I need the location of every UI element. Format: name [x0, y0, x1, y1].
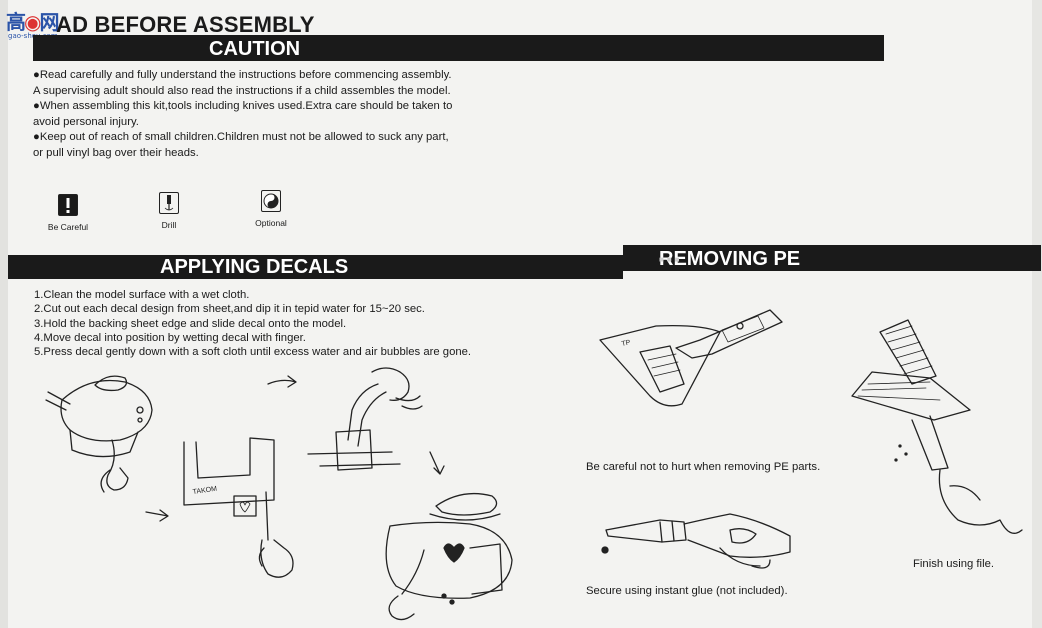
decal-turret-illustration: [385, 492, 513, 621]
drill-icon: [159, 192, 179, 214]
watermark-logo: 高◉网 gao-shou.com: [6, 6, 68, 42]
decal-steps: 1.Clean the model surface with a wet clo…: [34, 288, 534, 359]
decal-water-illustration: [307, 367, 423, 471]
caution-line: ●Read carefully and fully understand the…: [33, 69, 452, 81]
caution-line: avoid personal injury.: [33, 115, 139, 128]
caution-banner: CAUTION: [33, 35, 884, 61]
caution-line: A supervising adult should also read the…: [33, 84, 451, 97]
symbol-label: Optional: [255, 218, 287, 228]
decal-step: 4.Move decal into position by wetting de…: [34, 331, 306, 344]
symbol-label: Drill: [161, 220, 177, 230]
pe-glue-caption: Secure using instant glue (not included)…: [586, 585, 788, 597]
decal-sheet-illustration: TAKOM: [183, 437, 294, 578]
symbol-be-careful: Be Careful: [42, 194, 94, 232]
page-left-edge: [0, 0, 8, 628]
caution-line: ●When assembling this kit,tools includin…: [33, 100, 453, 113]
pe-fret-label: TP: [621, 339, 632, 348]
decal-sheet-label: TAKOM: [192, 486, 217, 496]
banner-dots: ■■■: [659, 255, 683, 264]
arrow-icon: [145, 509, 169, 522]
symbol-label: Be Careful: [47, 222, 89, 232]
watermark-url: gao-shou.com: [8, 32, 58, 40]
caution-line: ●Keep out of reach of small children.Chi…: [33, 131, 449, 144]
caution-text: ●Read carefully and fully understand the…: [33, 68, 503, 162]
yin-yang-icon: [261, 190, 281, 212]
pe-glue-illustration: [601, 513, 791, 569]
arrow-icon: [267, 375, 297, 388]
exclamation-icon: [58, 194, 78, 216]
pe-fret-knife-illustration: TP: [599, 309, 783, 407]
symbol-drill: Drill: [152, 192, 186, 230]
caution-heading: CAUTION: [209, 38, 301, 60]
page-title: AD BEFORE ASSEMBLY: [56, 12, 315, 37]
decal-step: 2.Cut out each decal design from sheet,a…: [34, 303, 425, 316]
caution-line: or pull vinyl bag over their heads.: [33, 146, 199, 159]
decal-step: 3.Hold the backing sheet edge and slide …: [34, 317, 347, 330]
removing-pe-heading: REMOVING PE: [659, 248, 801, 270]
decals-banner: APPLYING DECALS: [8, 255, 623, 279]
watermark-mark: 高◉网: [6, 10, 59, 34]
arrow-icon: [429, 451, 445, 475]
pe-file-illustration: [851, 319, 1023, 534]
decal-step: 1.Clean the model surface with a wet clo…: [34, 289, 250, 301]
symbol-optional: Optional: [248, 190, 294, 228]
removing-pe-banner: REMOVING PE ■■■: [623, 245, 1041, 271]
page-right-edge: [1032, 0, 1042, 628]
pe-remove-caption: Be careful not to hurt when removing PE …: [586, 461, 821, 473]
decals-heading: APPLYING DECALS: [160, 256, 349, 278]
turret-cloth-illustration: [45, 375, 153, 493]
decal-step: 5.Press decal gently down with a soft cl…: [34, 346, 472, 359]
pe-file-caption: Finish using file.: [913, 558, 994, 570]
